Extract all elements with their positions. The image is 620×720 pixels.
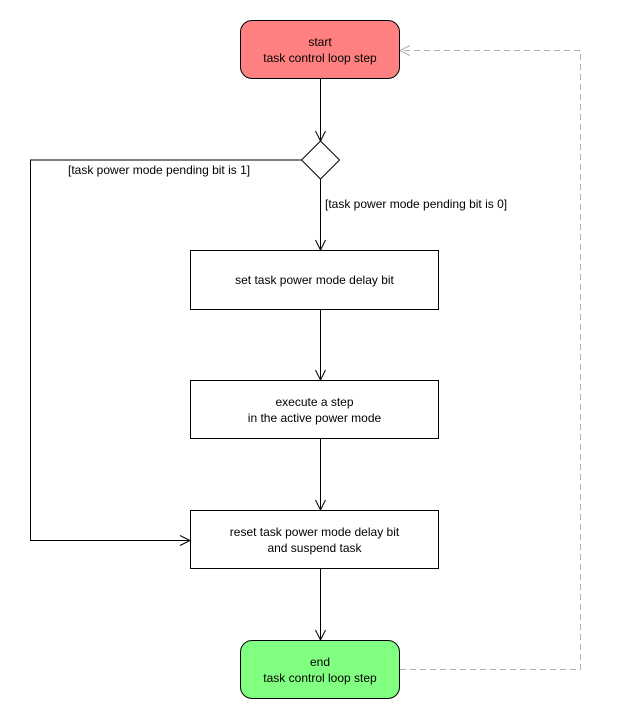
decision-diamond <box>300 140 341 180</box>
action-execute-step-line-1: execute a step <box>275 394 354 409</box>
start-node: start task control loop step <box>240 20 400 79</box>
guard-pending-bit-1: [task power mode pending bit is 1] <box>68 163 251 177</box>
edge-decision-bypass-to-reset <box>30 159 302 541</box>
end-node: end task control loop step <box>240 640 400 699</box>
action-reset-delay-bit-line-2: and suspend task <box>267 540 362 555</box>
action-reset-delay-bit-line-1: reset task power mode delay bit <box>229 524 400 539</box>
start-node-line-1: start <box>308 34 332 49</box>
action-set-delay-bit-line-1: set task power mode delay bit <box>235 273 394 287</box>
end-node-line-1: end <box>309 654 331 669</box>
start-node-line-2: task control loop step <box>263 50 377 65</box>
action-reset-delay-bit: reset task power mode delay bit and susp… <box>190 510 439 569</box>
arrowhead-loop-back <box>398 45 411 56</box>
end-node-line-2: task control loop step <box>263 670 377 685</box>
edge-loop-back-to-start <box>400 50 581 670</box>
action-set-delay-bit: set task power mode delay bit <box>190 250 439 310</box>
action-execute-step-line-2: in the active power mode <box>247 410 382 425</box>
action-execute-step: execute a step in the active power mode <box>190 380 439 439</box>
guard-pending-bit-0: [task power mode pending bit is 0] <box>325 197 508 211</box>
